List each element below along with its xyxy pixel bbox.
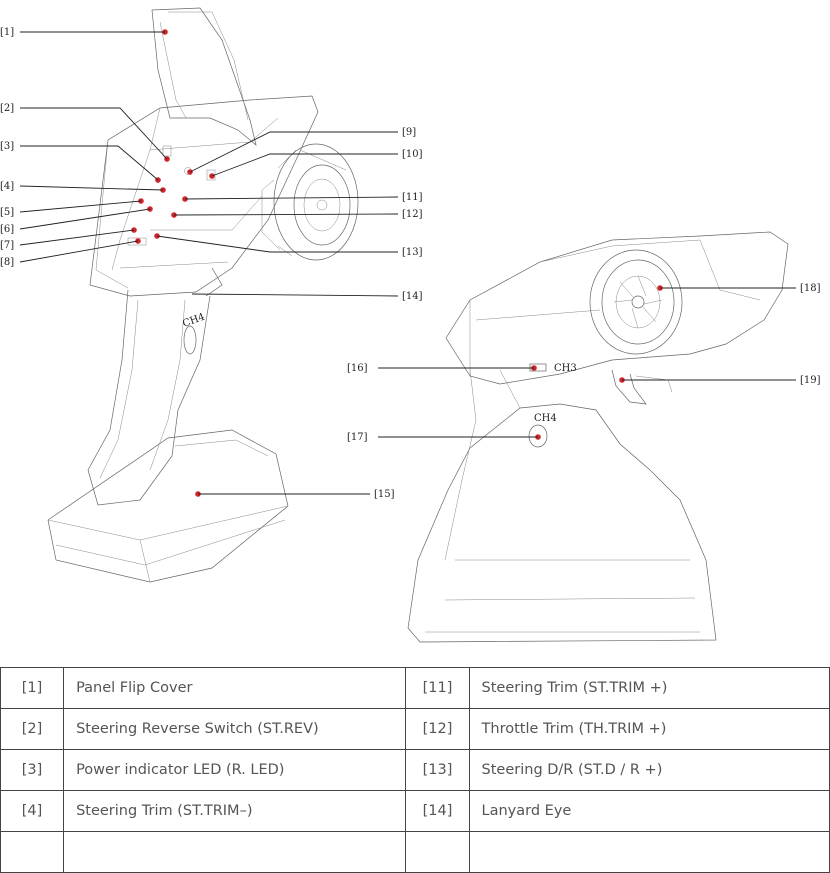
transmitter-front-view: CH4 (47, 7, 359, 583)
callout-19: [19] (800, 375, 821, 386)
callout-2: [2] (0, 103, 14, 114)
part-name: Throttle Trim (TH.TRIM +) (468, 708, 830, 750)
callout-3: [3] (0, 141, 14, 152)
callout-13: [13] (402, 247, 423, 258)
callout-7: [7] (0, 240, 14, 251)
transmitter-diagram: CH4 [1] [2] [3] [4] [5] [6] [7] [8] [9] … (0, 7, 821, 643)
transmitter-side-view: CH3 CH4 (407, 231, 789, 643)
callout-18: [18] (800, 283, 821, 294)
part-name: Power indicator LED (R. LED) (63, 749, 407, 791)
callout-16: [16] (347, 363, 368, 374)
part-name: Steering D/R (ST.D / R +) (468, 749, 830, 791)
table-row: [2] Steering Reverse Switch (ST.REV) [12… (0, 708, 830, 750)
callout-12: [12] (402, 209, 423, 220)
part-name: Steering Trim (ST.TRIM–) (63, 790, 407, 832)
callout-17: [17] (347, 432, 368, 443)
part-number: [13] (405, 749, 470, 791)
part-number: [1] (0, 667, 65, 709)
part-number: [12] (405, 708, 470, 750)
part-name: Panel Flip Cover (63, 667, 407, 709)
part-number: [3] (0, 749, 65, 791)
part-name (468, 831, 830, 873)
leader-lines-front (19, 31, 399, 495)
part-number: [4] (0, 790, 65, 832)
callout-10: [10] (402, 149, 423, 160)
callout-1: [1] (0, 27, 14, 38)
part-number: [2] (0, 708, 65, 750)
part-name: Lanyard Eye (468, 790, 830, 832)
callout-14: [14] (402, 291, 423, 302)
callout-6: [6] (0, 224, 14, 235)
ch4-front-label: CH4 (181, 312, 206, 330)
table-row: [1] Panel Flip Cover [11] Steering Trim … (0, 667, 830, 709)
table-row (0, 831, 830, 873)
callout-4: [4] (0, 181, 14, 192)
parts-table: [1] Panel Flip Cover [11] Steering Trim … (0, 667, 830, 873)
ch3-label: CH3 (554, 363, 577, 374)
part-name: Steering Reverse Switch (ST.REV) (63, 708, 407, 750)
part-name (63, 831, 407, 873)
table-row: [3] Power indicator LED (R. LED) [13] St… (0, 749, 830, 791)
part-number: [11] (405, 667, 470, 709)
part-number (405, 831, 470, 873)
callout-8: [8] (0, 257, 14, 268)
callout-5: [5] (0, 207, 14, 218)
part-name: Steering Trim (ST.TRIM +) (468, 667, 830, 709)
callout-9: [9] (402, 127, 416, 138)
ch4-label: CH4 (534, 413, 557, 424)
table-row: [4] Steering Trim (ST.TRIM–) [14] Lanyar… (0, 790, 830, 832)
callout-labels-front: [1] [2] [3] [4] [5] [6] [7] [8] [9] [10]… (0, 27, 423, 500)
part-number: [14] (405, 790, 470, 832)
callout-labels-side: [16] [17] [18] [19] (347, 283, 821, 443)
leader-lines-side (378, 287, 796, 438)
callout-11: [11] (402, 192, 423, 203)
part-number (0, 831, 65, 873)
callout-15: [15] (374, 489, 395, 500)
